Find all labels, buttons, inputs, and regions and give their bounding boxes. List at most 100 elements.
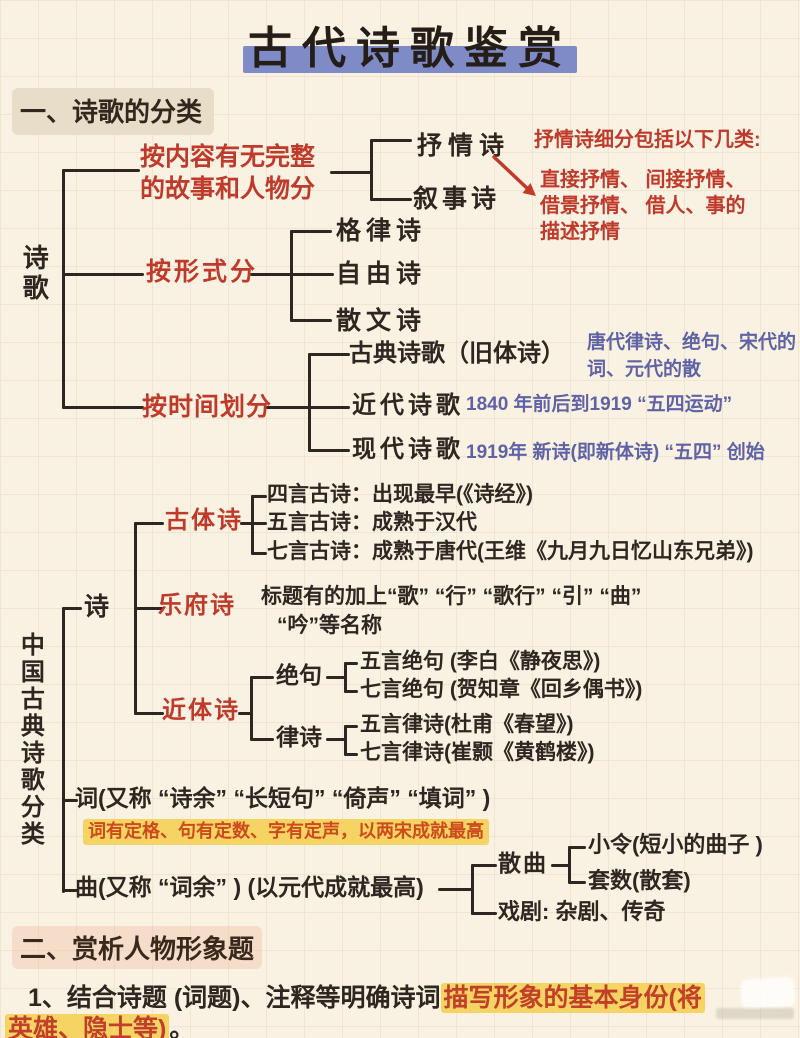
- lyric-note-line2: 借景抒情、 借人、事的: [540, 195, 746, 217]
- tree-line: [568, 846, 571, 884]
- red-arrow-icon: [492, 155, 536, 196]
- tree-line: [290, 230, 332, 233]
- tip2-red-highlight: 英雄、隐士等): [5, 1014, 170, 1038]
- node-contemporary-poetry: 现代诗歌: [352, 436, 464, 463]
- yuefu-note-line1: 标题有的加上“歌” “行” “歌行” “引” “曲”: [261, 585, 642, 608]
- guti-item-2: 五言古诗：成熟于汉代: [267, 511, 477, 534]
- branch-by-content-line2: 的故事和人物分: [140, 175, 316, 203]
- tip2-black-text: 。: [169, 1015, 195, 1038]
- tree-line: [240, 522, 254, 525]
- tree-line: [62, 607, 82, 610]
- section2-heading: 二、赏析人物形象题: [12, 926, 263, 969]
- tree-line: [251, 495, 267, 498]
- node-free-verse: 自由诗: [336, 260, 427, 288]
- sanqu-item-2: 套数(散套): [588, 868, 691, 893]
- tree-line: [326, 738, 346, 741]
- tree-line: [266, 406, 310, 409]
- node-shi: 诗: [84, 593, 110, 621]
- tree-line: [290, 319, 332, 322]
- lyric-note-line1: 直接抒情、 间接抒情、: [540, 169, 746, 191]
- time-note3: 1919年 新诗(即新体诗) “五四” 创始: [466, 442, 765, 463]
- tree-line: [568, 881, 586, 884]
- tree-line: [308, 406, 350, 409]
- root-label-shige: 诗歌: [19, 244, 50, 304]
- tree-line: [471, 864, 474, 915]
- tree-line: [370, 198, 412, 201]
- node-narrative-poetry: 叙事诗: [413, 185, 501, 213]
- section1-heading: 一、诗歌的分类: [12, 88, 215, 135]
- jueju-item-1: 五言绝句 (李白《静夜思》): [360, 650, 601, 673]
- node-lyric-poetry: 抒情诗: [417, 132, 511, 160]
- guti-item-1: 四言古诗：出现最早(《诗经》): [267, 483, 533, 506]
- tree-line: [134, 607, 164, 610]
- node-sanqu: 散曲: [498, 850, 548, 876]
- ci-note-highlighted: 词有定格、句有定数、字有定声，以两宋成就最高: [83, 819, 489, 845]
- tree-line: [62, 889, 78, 892]
- tree-line: [250, 738, 274, 741]
- lyric-note-line3: 描述抒情: [540, 221, 620, 243]
- node-yuefu-poetry: 乐府诗: [158, 592, 236, 619]
- tree-line: [62, 169, 65, 409]
- tree-line: [370, 139, 373, 201]
- branch-by-time: 按时间划分: [142, 393, 273, 421]
- yuefu-note-line2: “吟”等名称: [277, 614, 382, 637]
- tree-line: [438, 888, 474, 891]
- lvshi-item-2: 七言律诗(崔颢《黄鹤楼》): [360, 741, 595, 764]
- tree-line: [344, 662, 358, 665]
- tree-line: [251, 495, 254, 555]
- tree-line: [62, 169, 140, 172]
- time-note1-line1: 唐代律诗、绝句、宋代的: [587, 332, 797, 353]
- time-note2: 1840 年前后到1919 “五四运动”: [466, 394, 733, 415]
- jueju-item-2: 七言绝句 (贺知章《回乡偶书》): [360, 678, 643, 701]
- tree-line: [134, 522, 164, 525]
- tree-line: [62, 607, 65, 893]
- branch-by-content-line1: 按内容有无完整: [140, 143, 316, 171]
- branch-by-form: 按形式分: [146, 258, 259, 286]
- tree-line: [62, 406, 144, 409]
- tree-line: [134, 522, 137, 715]
- time-note1-line2: 词、元代的散: [587, 359, 702, 380]
- tree-line: [308, 449, 350, 452]
- node-xiju: 戏剧: 杂剧、传奇: [498, 899, 666, 924]
- tree-line: [62, 799, 78, 802]
- watermark-text: [716, 1008, 794, 1019]
- tree-line: [471, 912, 497, 915]
- tree-line: [238, 712, 252, 715]
- guti-item-3: 七言古诗：成熟于唐代(王维《九月九日忆山东兄弟》): [267, 540, 754, 563]
- tree-line: [62, 273, 144, 276]
- watermark-badge: [741, 977, 795, 1009]
- lvshi-item-1: 五言律诗(杜甫《春望》): [360, 713, 574, 736]
- tree-line: [251, 552, 267, 555]
- tree-line: [134, 712, 164, 715]
- node-metrical-poetry: 格律诗: [336, 217, 427, 245]
- tree-line: [250, 676, 253, 741]
- title-highlight-bar: [243, 46, 577, 73]
- tree-line: [308, 353, 350, 356]
- node-classical-poetry: 古典诗歌（旧体诗）: [349, 340, 565, 367]
- tree-line: [344, 725, 347, 756]
- node-lvshi: 律诗: [276, 724, 322, 750]
- node-jinti-poetry: 近体诗: [162, 697, 240, 724]
- tree-line: [326, 676, 346, 679]
- node-ci: 词(又称 “诗余” “长短句” “倚声” “填词” ): [75, 785, 491, 811]
- tree-line: [344, 690, 358, 693]
- node-qu: 曲(又称 “词余” ) (以元代成就最高): [75, 874, 424, 900]
- tree-line: [290, 230, 293, 322]
- tree-line: [344, 662, 347, 693]
- tree-line: [250, 676, 274, 679]
- tree-line: [344, 725, 358, 728]
- tree-line: [344, 753, 358, 756]
- root-label-chinese-classical-poetry: 中国古典诗歌分类: [16, 632, 44, 848]
- node-jueju: 绝句: [276, 662, 322, 688]
- lyric-note-title: 抒情诗细分包括以下几类:: [534, 129, 761, 151]
- node-modern-era-poetry: 近代诗歌: [352, 392, 464, 419]
- tree-line: [251, 522, 267, 525]
- node-prose-poetry: 散文诗: [336, 307, 427, 335]
- tip1-black-text: 1、结合诗题 (词题)、注释等明确诗词: [28, 984, 441, 1012]
- tree-line: [471, 864, 497, 867]
- tree-line: [308, 353, 311, 452]
- page-title: 古代诗歌鉴赏: [248, 24, 572, 73]
- tree-line: [551, 864, 571, 867]
- sanqu-item-1: 小令(短小的曲子 ): [588, 832, 763, 857]
